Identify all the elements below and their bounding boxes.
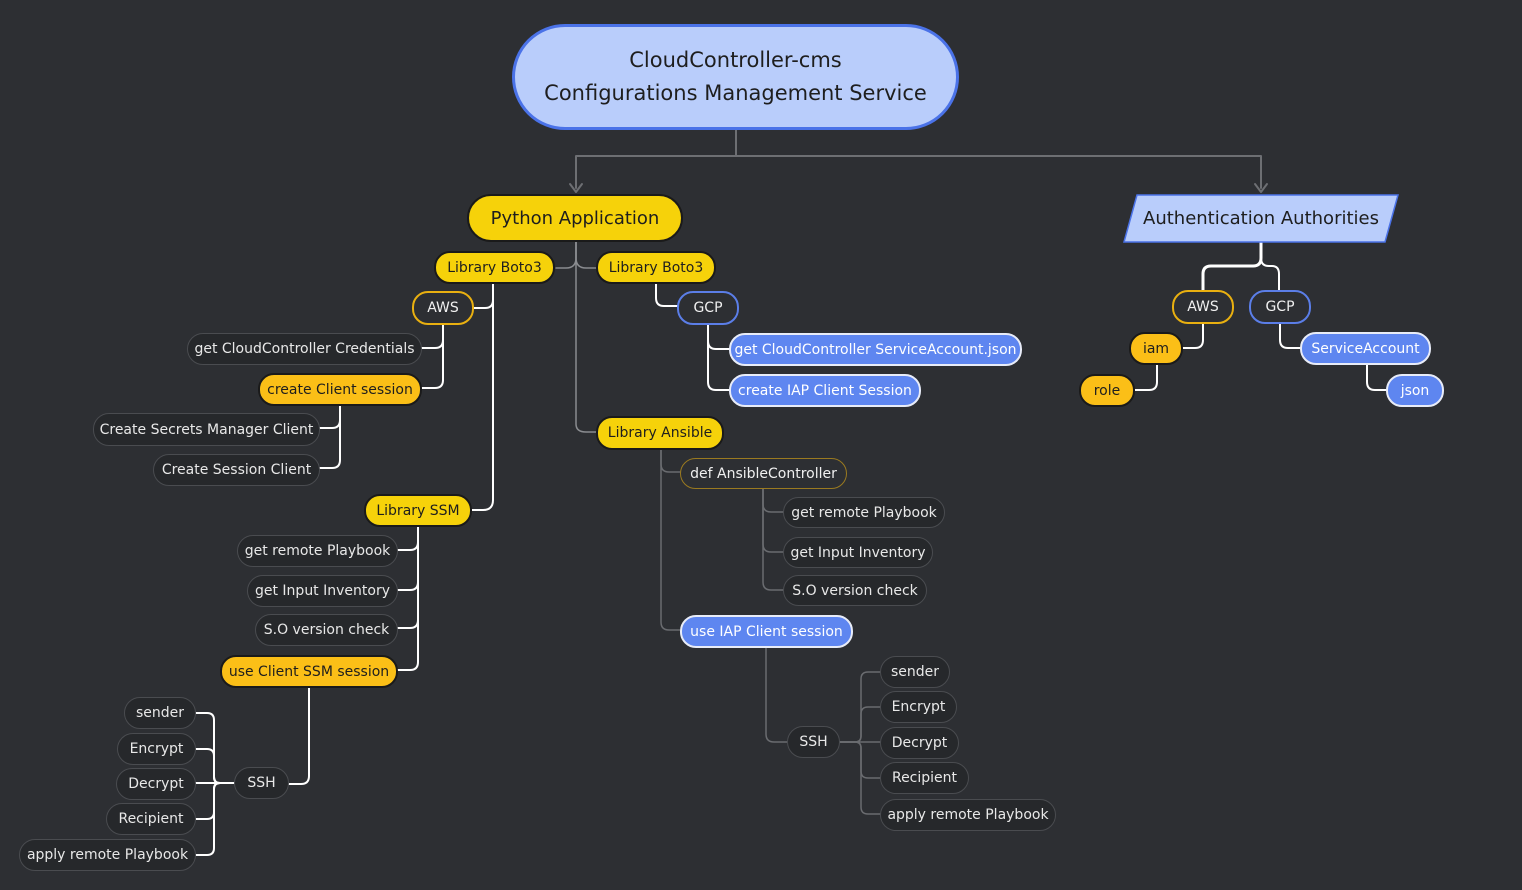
ssh-node-right[interactable]: SSH [787, 726, 840, 758]
so-version-check-left[interactable]: S.O version check [255, 614, 398, 646]
get-credentials-node[interactable]: get CloudController Credentials [187, 333, 422, 365]
gcp-node-python[interactable]: GCP [677, 291, 739, 325]
get-remote-playbook-left[interactable]: get remote Playbook [237, 535, 398, 567]
json-node[interactable]: json [1386, 374, 1444, 407]
root-topic[interactable]: CloudController-cms Configurations Manag… [512, 24, 959, 130]
use-client-ssm-session-node[interactable]: use Client SSM session [220, 655, 398, 688]
python-application-node[interactable]: Python Application [467, 194, 683, 242]
ssh-child-right[interactable]: apply remote Playbook [880, 799, 1056, 831]
root-subtitle: Configurations Management Service [544, 81, 927, 105]
ssh-child-right[interactable]: Recipient [880, 762, 969, 794]
get-input-inventory-left[interactable]: get Input Inventory [247, 575, 398, 607]
def-ansible-controller-node[interactable]: def AnsibleController [680, 458, 847, 489]
ssh-child-left[interactable]: apply remote Playbook [19, 839, 196, 871]
ssh-child-left[interactable]: sender [124, 697, 196, 729]
library-ssm-node[interactable]: Library SSM [364, 494, 472, 527]
aws-node-left[interactable]: AWS [412, 291, 474, 325]
use-iap-client-session-node[interactable]: use IAP Client session [680, 615, 853, 648]
root-title: CloudController-cms [629, 48, 842, 72]
library-boto3-left[interactable]: Library Boto3 [434, 251, 555, 284]
create-client-session-node[interactable]: create Client session [258, 373, 422, 406]
role-node[interactable]: role [1079, 374, 1135, 407]
library-ansible-node[interactable]: Library Ansible [596, 416, 724, 450]
ssh-node-left[interactable]: SSH [234, 767, 289, 799]
ssh-child-left[interactable]: Decrypt [116, 768, 196, 800]
ssh-child-left[interactable]: Recipient [106, 803, 196, 835]
ssh-child-right[interactable]: sender [880, 656, 950, 688]
get-remote-playbook-right[interactable]: get remote Playbook [783, 497, 945, 528]
create-secrets-manager-client-node[interactable]: Create Secrets Manager Client [93, 413, 320, 446]
service-account-node[interactable]: ServiceAccount [1300, 332, 1431, 365]
ssh-child-right[interactable]: Encrypt [880, 691, 957, 723]
create-iap-client-session-node[interactable]: create IAP Client Session [729, 374, 921, 407]
ssh-child-left[interactable]: Encrypt [117, 733, 196, 765]
so-version-check-right[interactable]: S.O version check [783, 575, 927, 606]
parallelogram-shape [1123, 194, 1399, 243]
library-boto3-right[interactable]: Library Boto3 [596, 251, 716, 284]
ssh-child-right[interactable]: Decrypt [880, 727, 959, 759]
get-input-inventory-right[interactable]: get Input Inventory [783, 537, 933, 568]
get-service-account-json-node[interactable]: get CloudController ServiceAccount.json [729, 333, 1022, 366]
gcp-node-auth[interactable]: GCP [1249, 290, 1311, 324]
authentication-authorities-node[interactable]: Authentication Authorities [1123, 194, 1399, 243]
aws-node-auth[interactable]: AWS [1172, 290, 1234, 324]
iam-node[interactable]: iam [1129, 332, 1183, 365]
create-session-client-node[interactable]: Create Session Client [153, 454, 320, 486]
